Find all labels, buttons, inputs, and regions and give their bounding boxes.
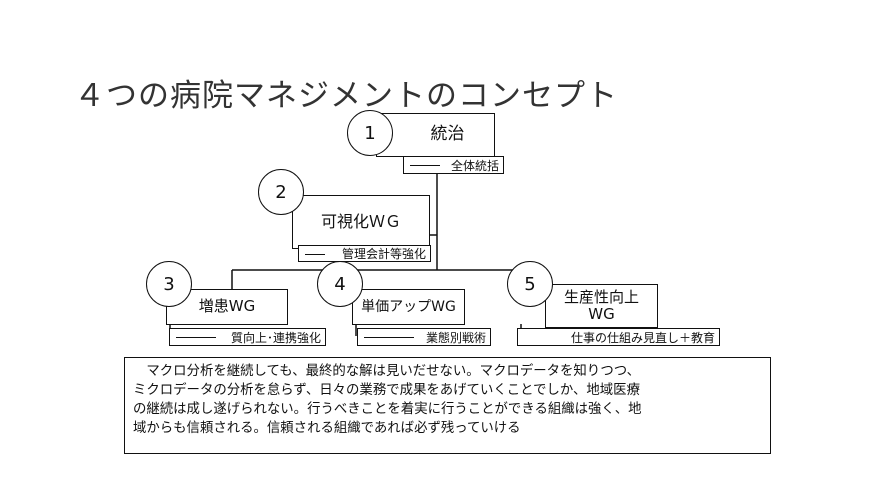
description-line-2: ミクロデータの分析を怠らず、日々の業務で成果をあげていくことでしか、地域医療	[133, 383, 640, 398]
node-3-sub-label: 質向上･連携強化	[230, 330, 321, 345]
node-2-box: 可視化ＷＧ	[292, 195, 430, 249]
node-2-sub: 管理会計等強化	[298, 245, 431, 262]
page-title: ４つの病院マネジメントのコンセプト	[74, 78, 618, 114]
node-3-sub: 質向上･連携強化	[169, 328, 326, 346]
node-1-label: 統治	[430, 124, 465, 145]
node-3-box: 増患WG	[166, 289, 288, 325]
node-4-sub: 業態別戦術	[357, 328, 491, 346]
node-4-label: 単価アップWG	[361, 298, 456, 315]
description-line-3: の継続は成し遂げられない。行うべきことを着実に行うことができる組織は強く、地	[133, 402, 642, 417]
node-5-sub: 仕事の仕組み見直し＋教育	[517, 328, 720, 346]
description-line-1: マクロ分析を継続しても、最終的な解は見いだせない。マクロデータを知りつつ、	[133, 364, 640, 379]
node-3-number: 3	[146, 261, 192, 307]
node-1-sub: 全体統括	[403, 156, 504, 174]
description-line-4: 域からも信頼される。信頼される組織であれば必ず残っていける	[133, 421, 521, 436]
node-3-label: 増患WG	[198, 297, 256, 316]
node-1-number: 1	[347, 110, 393, 156]
node-4-number: 4	[317, 261, 363, 307]
node-5-sub-label: 仕事の仕組み見直し＋教育	[570, 330, 715, 345]
node-2-sub-label: 管理会計等強化	[341, 247, 426, 261]
node-1-box: 統治	[376, 113, 495, 157]
description-box: マクロ分析を継続しても、最終的な解は見いだせない。マクロデータを知りつつ、 ミク…	[124, 357, 771, 454]
node-2-number: 2	[258, 169, 304, 215]
node-5-label-line2: WG	[588, 305, 615, 323]
node-2-label: 可視化ＷＧ	[320, 211, 401, 231]
node-1-sub-label: 全体統括	[450, 158, 499, 173]
node-4-box: 単価アップWG	[352, 289, 465, 325]
node-5-label-line1: 生産性向上	[563, 287, 639, 306]
node-5-number: 5	[507, 261, 553, 307]
node-4-sub-label: 業態別戦術	[425, 330, 486, 345]
node-5-box: 生産性向上 WG	[545, 284, 658, 328]
